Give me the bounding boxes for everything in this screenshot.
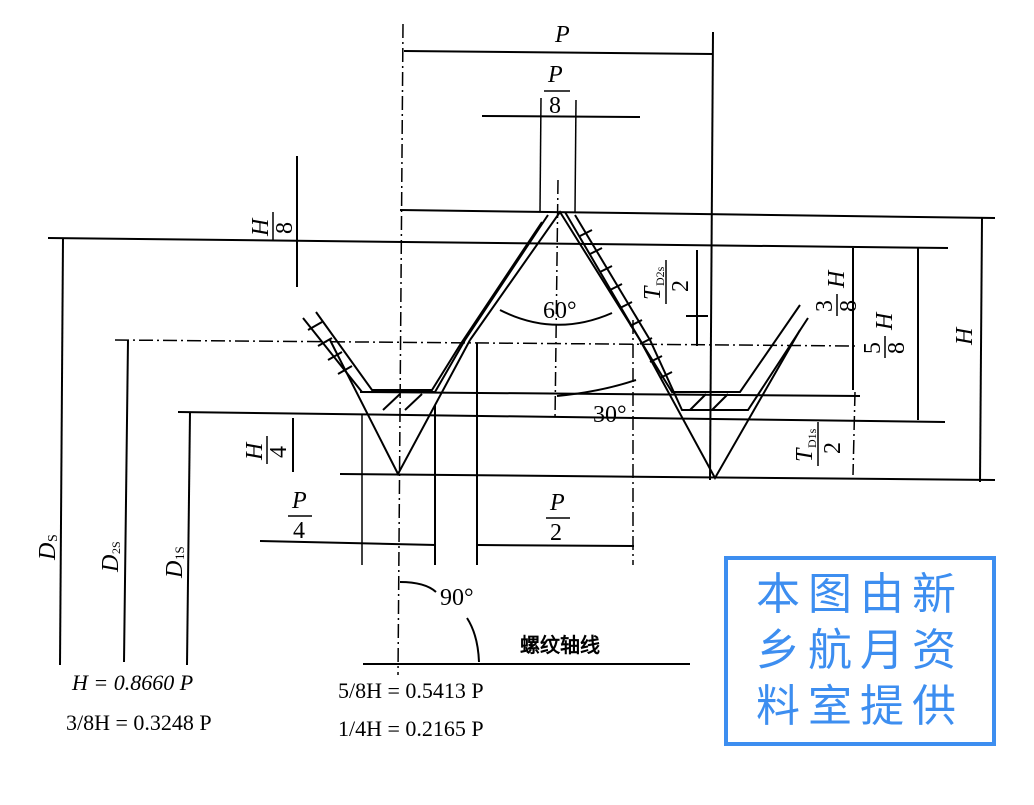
td2s-label: T D2s 2 <box>640 260 694 304</box>
formula-h: H = 0.8660 P <box>72 670 194 695</box>
svg-text:D1s: D1s <box>805 428 819 448</box>
p8-left-extension <box>539 97 542 213</box>
angle-90-label: 90° <box>440 585 474 611</box>
svg-text:T: T <box>640 285 666 300</box>
major-diameter-line <box>47 237 949 249</box>
root-apex-line <box>339 473 996 481</box>
crest-line <box>399 209 996 219</box>
watermark-line: 本图由新 <box>756 569 964 620</box>
p2-den: 2 <box>550 520 562 546</box>
h8-label: H 8 <box>248 212 298 240</box>
svg-text:H: H <box>872 311 898 331</box>
root-flat-line <box>359 391 861 397</box>
p4-den: 4 <box>293 518 305 544</box>
svg-text:D: D <box>35 543 61 561</box>
p8-den: 8 <box>549 93 561 119</box>
svg-text:H: H <box>248 217 274 237</box>
svg-text:2: 2 <box>820 442 846 454</box>
hatch-marks <box>307 229 729 411</box>
full-h-label: H <box>952 326 978 346</box>
thread-axis-leader <box>466 617 480 663</box>
formula-5-8h: 5/8H = 0.5413 P <box>338 678 484 703</box>
svg-text:2S: 2S <box>109 541 123 554</box>
svg-text:8: 8 <box>836 300 862 312</box>
h4-label: H 4 <box>242 436 292 464</box>
svg-text:D2s: D2s <box>653 266 667 286</box>
td1s-dim-line <box>852 391 856 476</box>
d2s-label: D 2S <box>98 541 124 573</box>
watermark-line: 料室提供 <box>756 681 964 732</box>
five-eighth-h-label: 5 8 H <box>860 311 910 358</box>
angle-90-leader <box>399 581 437 593</box>
formula-1-4h: 1/4H = 0.2165 P <box>338 716 484 741</box>
d1s-dim-line <box>186 411 191 666</box>
p8-num: P <box>547 62 563 88</box>
svg-text:H: H <box>824 269 850 289</box>
angle-30-label: 30° <box>593 402 627 428</box>
svg-text:4: 4 <box>266 446 292 458</box>
tolerance-band-right-inner <box>574 214 809 411</box>
tolerance-band-right-outer <box>564 211 801 393</box>
svg-text:8: 8 <box>272 222 298 234</box>
thread-axis-label: 螺纹轴线 <box>520 633 600 657</box>
svg-text:D: D <box>162 561 188 579</box>
d1s-label: D 1S <box>162 546 188 579</box>
svg-text:T: T <box>792 447 818 462</box>
crest-center-axis <box>554 179 559 421</box>
tolerance-band-left-outer <box>302 214 549 393</box>
svg-text:5: 5 <box>860 342 886 354</box>
svg-text:1S: 1S <box>172 546 187 560</box>
minor-diameter-line <box>177 411 946 423</box>
formula-3-8h: 3/8H = 0.3248 P <box>66 710 212 735</box>
p-dim-line <box>403 50 714 55</box>
angle-30-arc <box>556 379 637 397</box>
ds-label: D S <box>35 534 61 561</box>
td1s-label: T D1s 2 <box>792 422 846 466</box>
tolerance-band-left-inner <box>315 221 543 391</box>
p2-dim-line <box>477 544 635 547</box>
angle-60-label: 60° <box>543 298 577 324</box>
p4-dim-line <box>259 540 437 546</box>
pitch-label: P <box>554 22 570 48</box>
ds-dim-line <box>59 237 64 666</box>
profile-left-flank-1 <box>329 339 471 477</box>
p-right-extension <box>709 31 714 481</box>
h-dim-line <box>979 217 983 483</box>
left-root-axis <box>397 23 404 676</box>
p4-num: P <box>291 488 307 514</box>
svg-text:8: 8 <box>884 342 910 354</box>
watermark-line: 乡航月资 <box>756 625 964 676</box>
svg-text:2: 2 <box>668 280 694 292</box>
svg-text:D: D <box>98 555 124 573</box>
watermark-box: 本图由新 乡航月资 料室提供 <box>724 556 996 746</box>
svg-text:H: H <box>952 326 978 346</box>
pitch-line <box>114 339 856 347</box>
d2s-dim-line <box>123 339 129 663</box>
p8-dim-line <box>481 115 641 118</box>
three-eighth-h-label: 3 8 H <box>812 269 862 316</box>
svg-text:S: S <box>46 534 61 542</box>
p2-num: P <box>549 490 565 516</box>
angle-60-arc <box>499 309 613 326</box>
svg-text:H: H <box>242 441 268 461</box>
p8-right-extension <box>574 99 577 213</box>
svg-text:3: 3 <box>812 300 838 312</box>
